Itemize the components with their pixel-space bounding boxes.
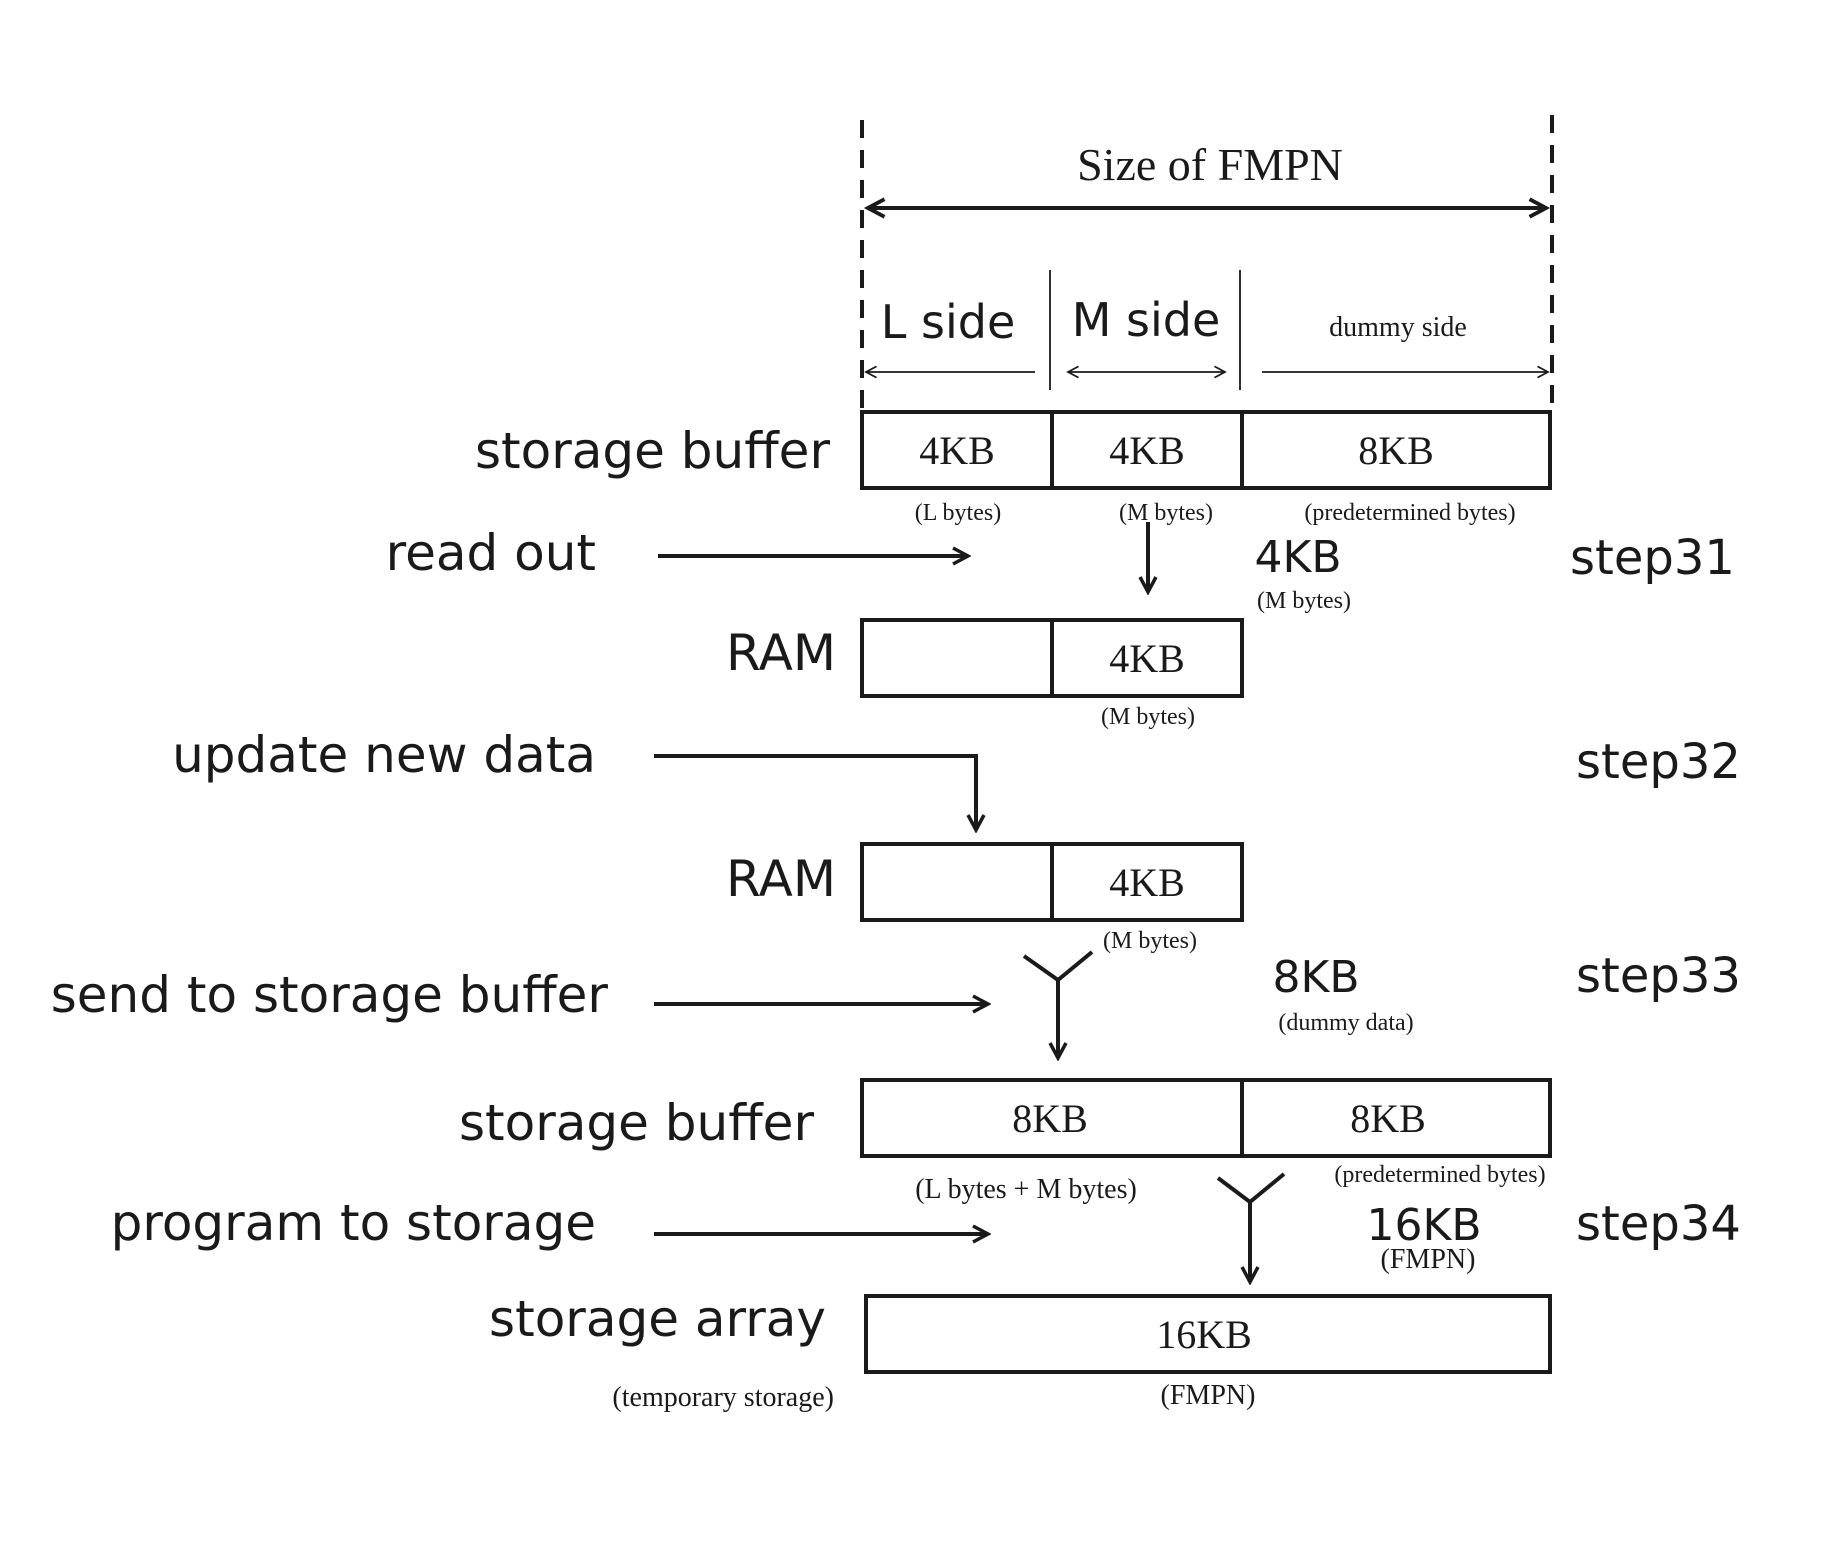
storage-array-note: (FMPN) xyxy=(1161,1380,1256,1411)
transfer-33-note: (dummy data) xyxy=(1278,1010,1413,1036)
ram-1-note: (M bytes) xyxy=(1101,704,1195,730)
ram-1-cell-l xyxy=(862,620,1052,696)
storage-buffer-1-note-dummy: (predetermined bytes) xyxy=(1304,500,1515,526)
storage-array-cell-value: 16KB xyxy=(1156,1312,1252,1357)
storage-buffer-2-label: storage buffer xyxy=(459,1094,814,1152)
storage-buffer-2-cell-lm-value: 8KB xyxy=(1012,1096,1088,1141)
ram-2-cell-m-value: 4KB xyxy=(1109,860,1185,905)
ram-2-note: (M bytes) xyxy=(1103,928,1197,954)
ram-2-label: RAM xyxy=(726,850,836,908)
dummy-side-label: dummy side xyxy=(1329,312,1467,343)
ram-1-label: RAM xyxy=(726,624,836,682)
update-new-data-label: update new data xyxy=(172,726,596,784)
storage-buffer-2-note-dummy: (predetermined bytes) xyxy=(1334,1162,1545,1188)
merge-arrow-34 xyxy=(1218,1174,1284,1282)
storage-array-sublabel: (temporary storage) xyxy=(612,1382,834,1413)
storage-buffer-1-note-m: (M bytes) xyxy=(1119,500,1213,526)
storage-buffer-2: 8KB 8KB xyxy=(862,1080,1550,1156)
transfer-34-note: (FMPN) xyxy=(1381,1244,1476,1275)
storage-buffer-1-note-l: (L bytes) xyxy=(915,500,1001,526)
update-new-data-arrow xyxy=(654,756,976,830)
read-out-label: read out xyxy=(386,524,596,582)
fmpn-size-label: Size of FMPN xyxy=(1077,139,1343,190)
storage-array: 16KB xyxy=(866,1296,1550,1372)
step33-label: step33 xyxy=(1576,948,1741,1004)
l-side-label: L side xyxy=(881,295,1016,349)
m-side-label: M side xyxy=(1072,293,1221,347)
send-to-storage-buffer-label: send to storage buffer xyxy=(51,966,609,1024)
step32-label: step32 xyxy=(1576,734,1741,790)
storage-buffer-1-label: storage buffer xyxy=(475,422,830,480)
ram-1-cell-m-value: 4KB xyxy=(1109,636,1185,681)
storage-buffer-1-cell-l-value: 4KB xyxy=(919,428,995,473)
storage-buffer-1-cell-m-value: 4KB xyxy=(1109,428,1185,473)
storage-buffer-2-note-lm: (L bytes + M bytes) xyxy=(915,1174,1137,1205)
storage-buffer-1-cell-dummy-value: 8KB xyxy=(1358,428,1434,473)
program-to-storage-label: program to storage xyxy=(111,1194,596,1252)
transfer-31-size: 4KB xyxy=(1254,532,1341,583)
ram-2-cell-l xyxy=(862,844,1052,920)
storage-buffer-2-cell-dummy-value: 8KB xyxy=(1350,1096,1426,1141)
merge-arrow-33 xyxy=(1024,952,1092,1058)
transfer-33-size: 8KB xyxy=(1272,952,1359,1003)
transfer-31-note: (M bytes) xyxy=(1257,588,1351,614)
step31-label: step31 xyxy=(1570,530,1735,586)
ram-2: 4KB xyxy=(862,844,1242,920)
storage-array-label: storage array xyxy=(489,1290,826,1348)
storage-buffer-1: 4KB 4KB 8KB xyxy=(862,412,1550,488)
step34-label: step34 xyxy=(1576,1196,1741,1252)
ram-1: 4KB xyxy=(862,620,1242,696)
